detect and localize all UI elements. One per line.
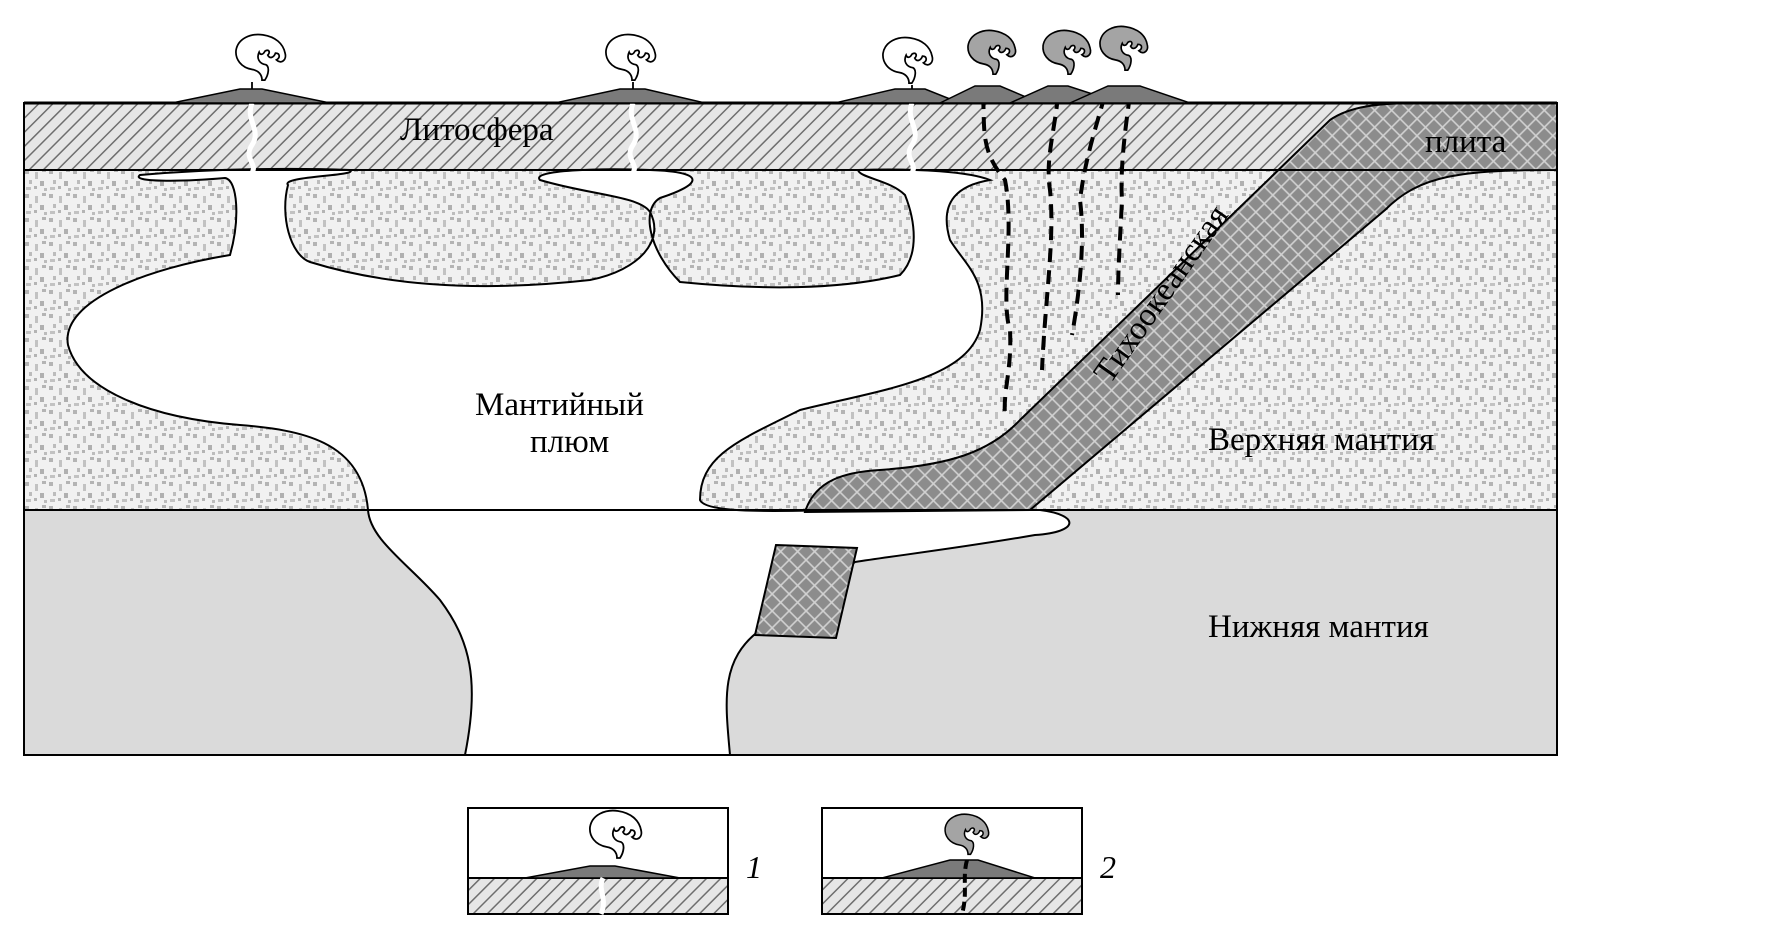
legend-number-1: 1 [746,849,762,885]
dashed-magma-conduits [981,94,1132,416]
plume-label-line1: Мантийный [475,387,644,423]
volcano-icon [171,88,331,104]
volcano-icon [524,865,681,879]
volcano-icon [554,88,706,104]
legend-item-1 [467,807,729,916]
lower-mantle-label: Нижняя мантия [1208,609,1429,645]
lithosphere-label: Литосфера [400,112,554,148]
volcano-icon [834,88,961,104]
detached-slab-fragment [753,543,859,640]
volcanoes [171,85,1191,104]
plate-label: плита [1425,124,1507,160]
eruption-cloud-icon [882,36,934,84]
eruption-cloud-icon [235,33,287,81]
eruption-cloud-icon [605,33,657,81]
legend-item-2 [821,807,1083,915]
pacific-plate-slab [803,102,1558,514]
plume-label-line2: плюм [530,424,609,460]
eruption-cloud-icon [1099,25,1149,71]
eruption-cloud-icon [1042,29,1092,75]
eruption-cloud-icon [967,29,1017,75]
volcano-icon [939,85,1041,104]
volcano-icon [1069,85,1191,104]
volcano-icon [881,859,1036,879]
diagram-frame [23,102,1558,756]
upper-mantle-label: Верхняя мантия [1208,422,1434,458]
legend-number-2: 2 [1100,849,1116,885]
